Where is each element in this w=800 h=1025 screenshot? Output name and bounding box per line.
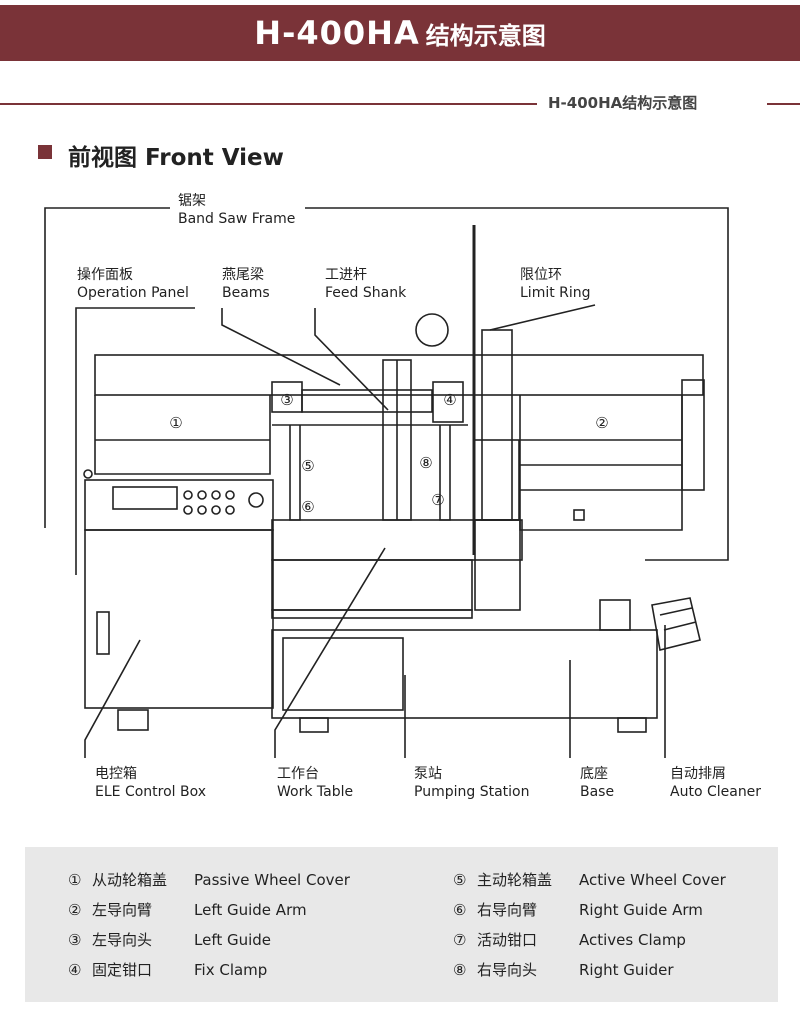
marker-4: ④: [443, 391, 456, 409]
marker-7: ⑦: [431, 491, 444, 509]
label-limit-ring: 限位环 Limit Ring: [520, 266, 591, 302]
label-band-saw-frame-en: Band Saw Frame: [178, 211, 296, 227]
section-marker-square: [38, 145, 52, 159]
leader-beams: [221, 308, 341, 386]
label-operation-panel-en: Operation Panel: [77, 285, 189, 301]
label-feed-shank-cn: 工进杆: [325, 267, 367, 283]
label-feed-shank: 工进杆 Feed Shank: [325, 266, 406, 302]
label-base-cn: 底座: [580, 766, 608, 782]
section-title: 前视图 Front View: [68, 145, 284, 171]
leader-ele-control-box: [84, 639, 141, 758]
label-auto-cleaner-cn: 自动排屑: [670, 766, 726, 782]
leader-band-saw-frame-right: [305, 207, 729, 561]
feed-shank: [382, 359, 412, 521]
title-banner: H-400HA 结构示意图: [0, 5, 800, 61]
marker-8: ⑧: [419, 454, 432, 472]
label-pumping-station-cn: 泵站: [414, 766, 442, 782]
label-limit-ring-cn: 限位环: [520, 267, 562, 283]
label-pumping-station-en: Pumping Station: [414, 784, 530, 800]
label-beams: 燕尾梁 Beams: [222, 266, 270, 302]
leader-work-table: [274, 547, 386, 758]
auto-cleaner-chute: [651, 597, 701, 651]
upper-frame: [94, 354, 704, 396]
divider-label: H-400HA结构示意图: [548, 94, 698, 112]
label-pumping-station: 泵站 Pumping Station: [414, 765, 529, 801]
divider-rule-right: [767, 103, 800, 105]
divider-rule: [0, 103, 537, 105]
label-auto-cleaner-en: Auto Cleaner: [670, 784, 762, 800]
pump-station-door: [282, 637, 404, 711]
left-guide-block: [271, 381, 303, 413]
leader-feed-shank: [314, 308, 389, 411]
label-operation-panel: 操作面板 Operation Panel: [77, 266, 189, 302]
marker-1: ①: [169, 414, 182, 432]
model-name: H-400HA: [254, 14, 420, 52]
beam-bar: [301, 389, 433, 413]
label-limit-ring-en: Limit Ring: [520, 285, 591, 301]
motor-hub: [415, 313, 449, 347]
marker-3: ③: [280, 391, 293, 409]
label-base-en: Base: [580, 784, 615, 800]
label-ele-control-box-cn: 电控箱: [95, 766, 137, 782]
base-body: [271, 629, 658, 719]
label-operation-panel-cn: 操作面板: [77, 267, 133, 283]
ele-control-box: [84, 529, 274, 709]
control-panel: [84, 479, 274, 531]
label-band-saw-frame: 锯架 Band Saw Frame: [178, 192, 295, 228]
leader-band-saw-frame: [44, 207, 170, 528]
label-beams-en: Beams: [222, 285, 270, 301]
label-work-table-cn: 工作台: [277, 766, 319, 782]
cabinet-handle: [96, 611, 110, 655]
label-work-table-en: Work Table: [277, 784, 354, 800]
marker-5: ⑤: [301, 457, 314, 475]
leader-limit-ring: [489, 304, 596, 331]
label-base: 底座 Base: [580, 765, 614, 801]
label-feed-shank-en: Feed Shank: [325, 285, 407, 301]
label-band-saw-frame-cn: 锯架: [178, 193, 206, 209]
label-beams-cn: 燕尾梁: [222, 267, 264, 283]
leader-operation-panel: [75, 307, 195, 575]
label-ele-control-box-en: ELE Control Box: [95, 784, 207, 800]
work-table-top: [271, 519, 523, 561]
label-work-table: 工作台 Work Table: [277, 765, 353, 801]
passive-wheel-cover: [94, 395, 271, 475]
marker-2: ②: [595, 414, 608, 432]
fix-clamp-block: [432, 381, 464, 423]
active-wheel-cover-outline: [519, 395, 683, 531]
label-ele-control-box: 电控箱 ELE Control Box: [95, 765, 206, 801]
banner-subtitle: 结构示意图: [425, 21, 546, 50]
label-auto-cleaner: 自动排屑 Auto Cleaner: [670, 765, 761, 801]
marker-6: ⑥: [301, 498, 314, 516]
